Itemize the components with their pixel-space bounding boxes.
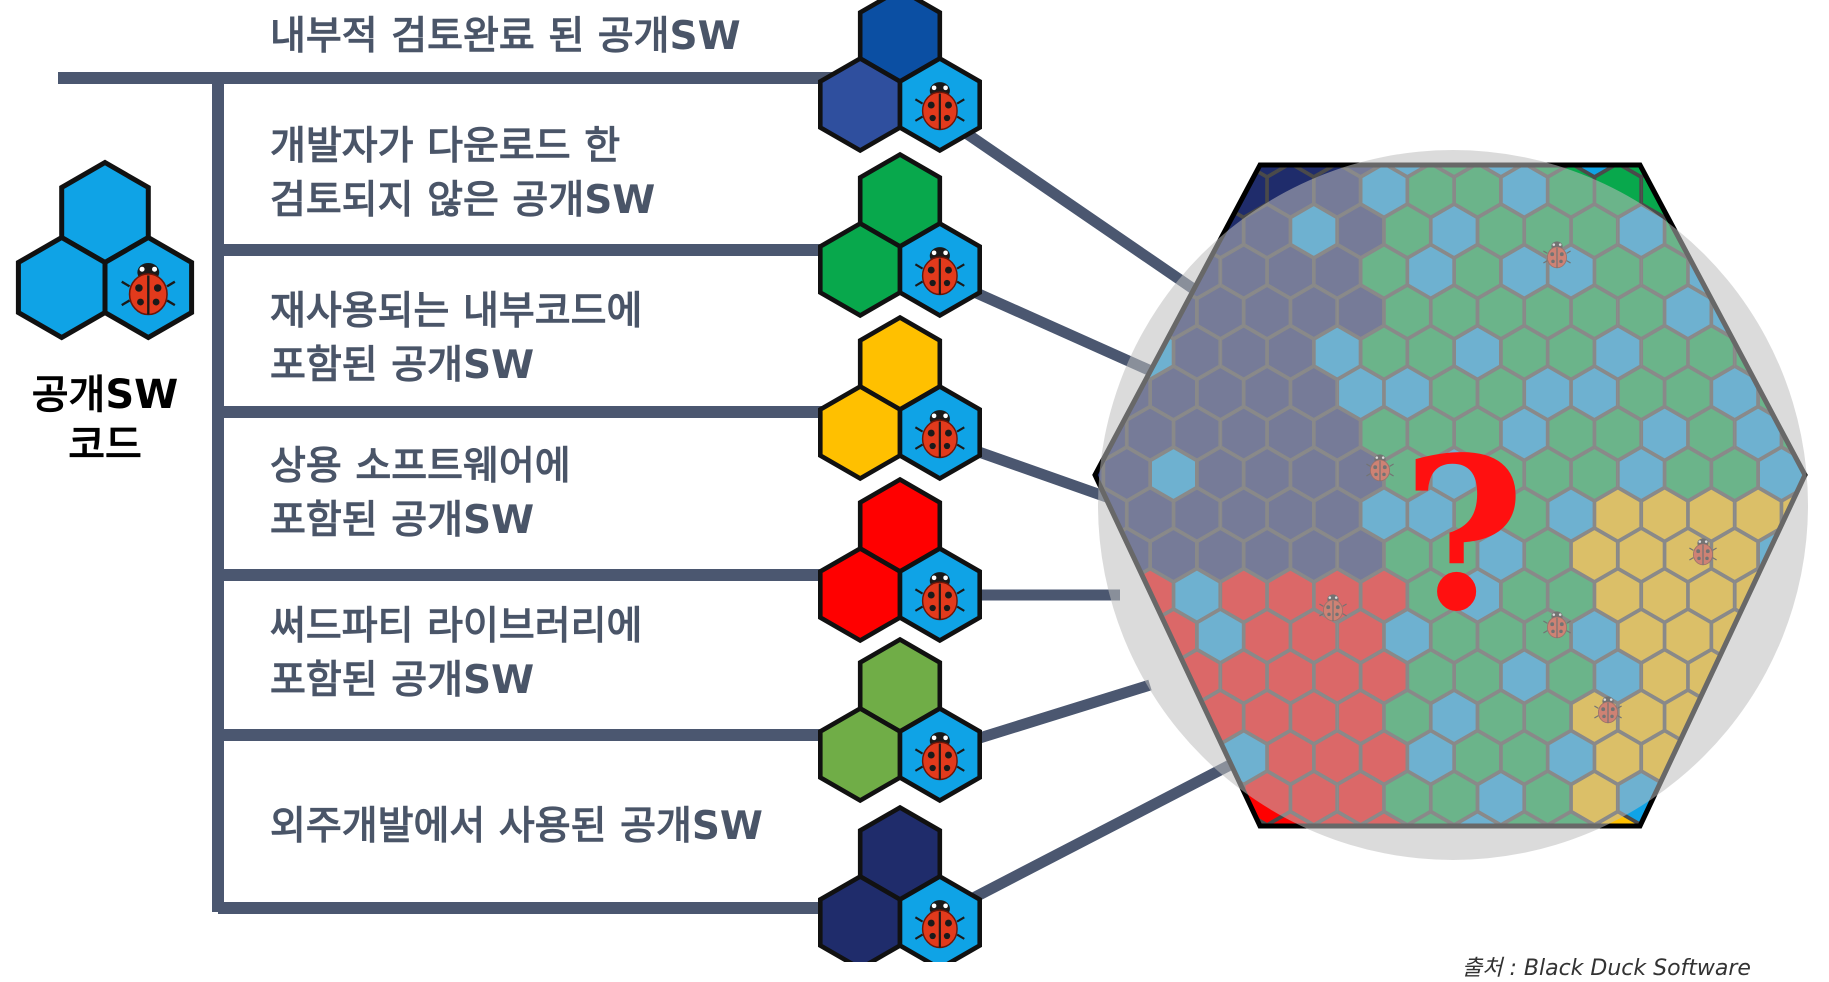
row-label-6: 외주개발에서 사용된 공개SW (270, 800, 763, 854)
source-credit: 출처 : Black Duck Software (1462, 950, 1751, 982)
row-label-5-line1: 써드파티 라이브러리에 (270, 600, 642, 654)
hex-cluster-icon-1 (820, 0, 979, 151)
row-label-3: 재사용되는 내부코드에 포함된 공개SW (270, 285, 642, 393)
hex-cluster-icon-5 (820, 640, 979, 801)
hex-cluster-icon-3 (820, 318, 979, 479)
row-label-2: 개발자가 다운로드 한 검토되지 않은 공개SW (270, 120, 655, 228)
row-label-4-line2: 포함된 공개SW (270, 494, 571, 548)
hex-cluster-icon-4 (820, 480, 979, 641)
row-label-3-line2: 포함된 공개SW (270, 339, 642, 393)
row-label-6-line1: 외주개발에서 사용된 공개SW (270, 800, 763, 854)
row-label-3-line1: 재사용되는 내부코드에 (270, 285, 642, 339)
row-label-4: 상용 소프트웨어에 포함된 공개SW (270, 440, 571, 548)
row-label-4-line1: 상용 소프트웨어에 (270, 440, 571, 494)
hexagon-cluster-icon (18, 163, 191, 338)
open-source-code-title: 공개SW 코드 (20, 370, 190, 470)
open-source-code-icon (18, 163, 191, 338)
row-label-2-line1: 개발자가 다운로드 한 (270, 120, 655, 174)
row-label-5: 써드파티 라이브러리에 포함된 공개SW (270, 600, 642, 708)
row-label-5-line2: 포함된 공개SW (270, 654, 642, 708)
row-label-1: 내부적 검토완료 된 공개SW (270, 10, 741, 64)
hex-cluster-icon-6 (820, 808, 979, 963)
hex-cluster-icon-2 (820, 155, 979, 316)
left-title-line2: 코드 (20, 420, 190, 470)
left-title-line1: 공개SW (20, 370, 190, 420)
question-mark: ? (1402, 430, 1525, 640)
row-icons (820, 0, 979, 962)
row-label-1-line1: 내부적 검토완료 된 공개SW (270, 10, 741, 64)
row-label-2-line2: 검토되지 않은 공개SW (270, 174, 655, 228)
